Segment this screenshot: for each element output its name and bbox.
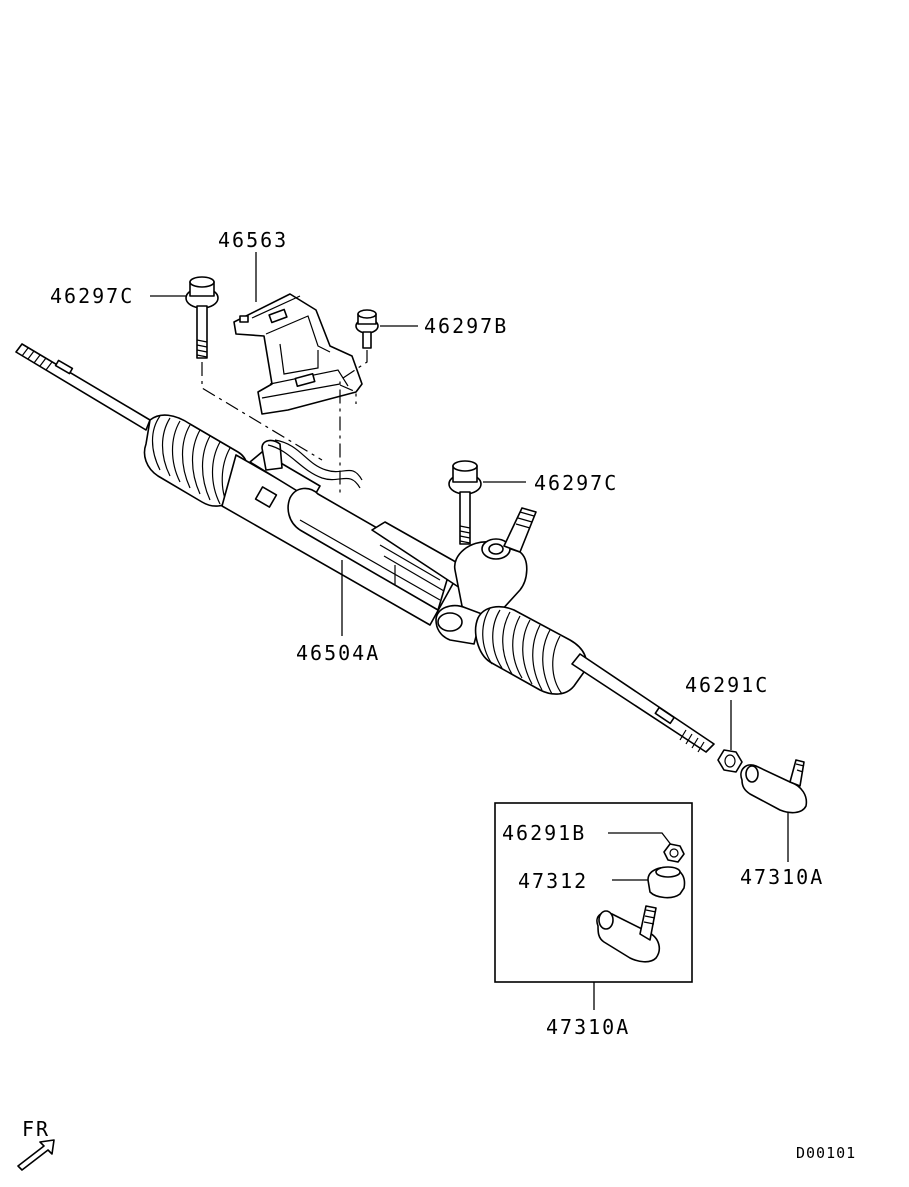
label-kit-nut: 46291B	[502, 821, 586, 845]
label-kit-assy: 47310A	[546, 1015, 630, 1039]
label-tie-rod-end: 47310A	[740, 865, 824, 889]
label-bolt-small: 46297B	[424, 314, 508, 338]
left-boot	[143, 414, 249, 507]
label-bracket: 46563	[218, 228, 288, 252]
right-boot	[474, 605, 588, 695]
bracket	[233, 293, 363, 415]
tie-rod-end	[740, 759, 808, 814]
alignment-lines	[201, 350, 368, 494]
kit-box	[494, 802, 693, 983]
bolt-small	[355, 309, 379, 349]
lock-nut	[717, 749, 743, 773]
label-gear-assy: 46504A	[296, 641, 380, 665]
gear-housing	[221, 439, 471, 626]
bolt-left	[185, 276, 219, 359]
bolt-right	[448, 460, 482, 545]
pinion-housing	[435, 507, 537, 645]
diagram-code: D00101	[796, 1144, 856, 1162]
right-tie-rod	[571, 653, 715, 753]
left-tie-rod	[15, 343, 151, 431]
direction-label: FR	[22, 1117, 50, 1141]
fr-direction-arrow-icon	[17, 1139, 55, 1171]
label-kit-boot: 47312	[518, 869, 588, 893]
label-bolt-right: 46297C	[534, 471, 618, 495]
label-lock-nut: 46291C	[685, 673, 769, 697]
label-bolt-left: 46297C	[50, 284, 134, 308]
leader-lines	[150, 252, 789, 1010]
